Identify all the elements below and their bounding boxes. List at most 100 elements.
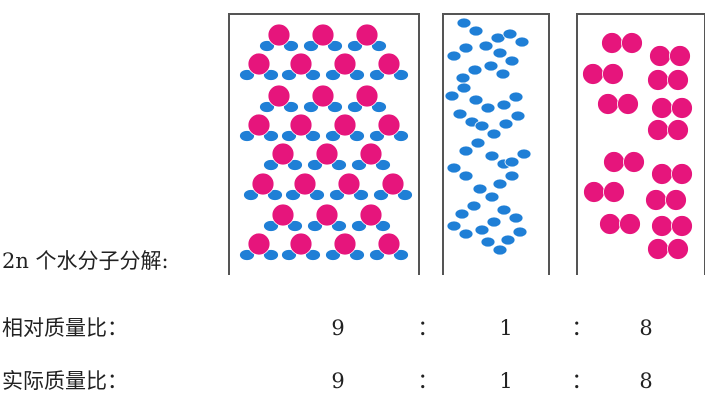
- oxygen-atom: [333, 52, 357, 76]
- oxygen-atom: [645, 189, 667, 211]
- hydrogen-atom: [267, 189, 283, 201]
- hydrogen-atom: [283, 40, 299, 52]
- oxygen-atom: [381, 172, 405, 196]
- hydrogen-atom: [305, 69, 321, 81]
- actual-mass-ratio-label: 实际质量比：: [2, 369, 128, 393]
- hydrogen-atom: [281, 249, 297, 261]
- relative-mass-hydrogen: 1: [499, 316, 513, 340]
- oxygen-atom: [671, 215, 693, 237]
- water-molecule: [281, 113, 321, 142]
- hydrogen-atom: [470, 137, 486, 149]
- hydrogen-atom: [504, 55, 520, 67]
- oxygen-molecule: [647, 119, 689, 141]
- hydrogen-atom: [349, 130, 365, 142]
- oxygen-molecule: [583, 181, 625, 203]
- hydrogen-molecule: [474, 120, 502, 140]
- hydrogen-atom: [498, 118, 514, 130]
- oxygen-atom: [289, 52, 313, 76]
- oxygen-atom: [247, 113, 271, 137]
- hydrogen-atom: [504, 156, 520, 168]
- oxygen-atom: [583, 181, 605, 203]
- hydrogen-atom: [325, 69, 341, 81]
- hydrogen-atom: [347, 40, 363, 52]
- actual-mass-separator-1: ：: [417, 369, 439, 393]
- oxygen-atom: [337, 172, 361, 196]
- hydrogen-molecule: [502, 28, 530, 48]
- hydrogen-atom: [500, 234, 516, 246]
- oxygen-atom: [315, 142, 339, 166]
- hydrogen-atom: [474, 224, 490, 236]
- oxygen-atom: [271, 203, 295, 227]
- hydrogen-molecule: [458, 137, 486, 157]
- hydrogen-atom: [347, 101, 363, 113]
- oxygen-molecule: [599, 213, 641, 235]
- oxygen-atom: [667, 238, 689, 260]
- hydrogen-atom: [495, 68, 511, 80]
- oxygen-atom: [667, 119, 689, 141]
- hydrogen-atom: [259, 40, 275, 52]
- hydrogen-molecule: [472, 183, 500, 203]
- water-molecule: [369, 113, 409, 142]
- oxygen-molecule: [651, 215, 693, 237]
- hydrogen-molecule: [474, 216, 502, 236]
- oxygen-atom: [651, 215, 673, 237]
- actual-mass-separator-2: ：: [571, 369, 593, 393]
- hydrogen-atom: [263, 130, 279, 142]
- water-molecule: [325, 113, 365, 142]
- hydrogen-molecule: [444, 82, 472, 102]
- oxygen-atom: [377, 52, 401, 76]
- oxygen-atom: [651, 97, 673, 119]
- oxygen-atom: [289, 113, 313, 137]
- water-molecule: [263, 203, 303, 232]
- hydrogen-atom: [349, 249, 365, 261]
- hydrogen-molecule: [446, 42, 474, 62]
- hydrogen-atom: [468, 94, 484, 106]
- hydrogen-atom: [393, 69, 409, 81]
- water-molecule: [369, 52, 409, 81]
- hydrogen-atom: [239, 249, 255, 261]
- hydrogen-atom: [455, 72, 471, 84]
- oxygen-atom: [603, 151, 625, 173]
- relative-mass-separator-1: ：: [417, 316, 439, 340]
- hydrogen-molecule: [478, 32, 506, 52]
- water-molecule: [351, 203, 391, 232]
- water-molecule: [307, 142, 347, 171]
- oxygen-molecule: [601, 32, 643, 54]
- hydrogen-atom: [467, 64, 483, 76]
- hydrogen-molecule: [483, 60, 511, 80]
- hydrogen-atom: [458, 228, 474, 240]
- diagram-caption: 2n 个水分子分解:: [2, 249, 169, 273]
- hydrogen-atom: [516, 148, 532, 160]
- hydrogen-atom: [239, 69, 255, 81]
- hydrogen-atom: [446, 50, 462, 62]
- water-molecule: [329, 172, 369, 201]
- hydrogen-atom: [486, 216, 502, 228]
- hydrogen-atom: [353, 189, 369, 201]
- hydrogen-atom: [285, 189, 301, 201]
- water-molecule: [351, 142, 391, 171]
- oxygen-atom: [671, 163, 693, 185]
- oxygen-atom: [619, 213, 641, 235]
- hydrogen-atom: [351, 159, 367, 171]
- hydrogen-atom: [263, 249, 279, 261]
- hydrogen-atom: [327, 40, 343, 52]
- hydrogen-atom: [454, 208, 470, 220]
- relative-mass-separator-2: ：: [571, 316, 593, 340]
- oxygen-atom: [247, 52, 271, 76]
- oxygen-atom: [377, 113, 401, 137]
- oxygen-molecule: [649, 45, 691, 67]
- hydrogen-molecule: [446, 162, 474, 182]
- hydrogen-atom: [393, 249, 409, 261]
- hydrogen-atom: [331, 220, 347, 232]
- hydrogen-atom: [397, 189, 413, 201]
- oxygen-atom: [355, 84, 379, 108]
- oxygen-atom: [599, 213, 621, 235]
- oxygen-atom: [667, 69, 689, 91]
- hydrogen-atom: [480, 236, 496, 248]
- hydrogen-atom: [504, 170, 520, 182]
- oxygen-atom: [601, 32, 623, 54]
- hydrogen-atom: [303, 101, 319, 113]
- oxygen-atom: [623, 151, 645, 173]
- oxygen-atom: [289, 232, 313, 256]
- hydrogen-atom: [458, 42, 474, 54]
